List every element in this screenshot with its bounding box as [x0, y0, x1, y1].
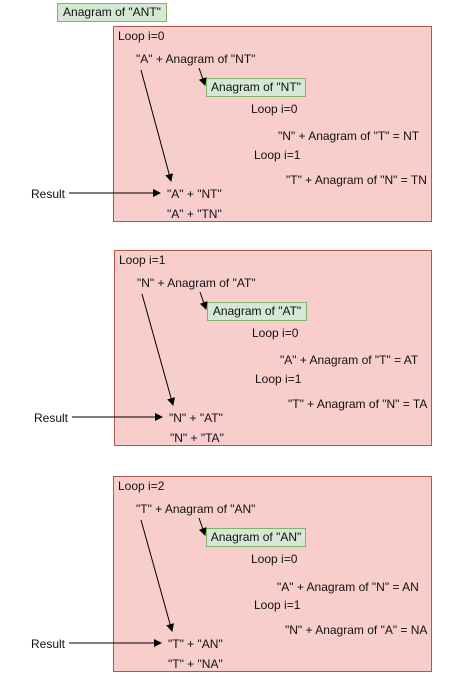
inner-line: "N" + Anagram of "A" = NA — [285, 623, 428, 637]
inner-line: "T" + Anagram of "N" = TA — [288, 397, 428, 411]
sub-call-box: Anagram of "AN" — [206, 528, 306, 547]
result-line: "A" + "NT" — [167, 187, 222, 201]
title-box: Anagram of "ANT" — [57, 3, 167, 22]
result-label: Result — [31, 637, 66, 651]
result-line: "A" + "TN" — [167, 207, 222, 221]
result-line: "T" + "AN" — [168, 637, 223, 651]
inner-loop-label: Loop i=0 — [252, 326, 299, 340]
loop-label: Loop i=1 — [119, 253, 166, 267]
loop-label: Loop i=2 — [118, 479, 165, 493]
sub-call-box: Anagram of "NT" — [206, 78, 306, 97]
recursion-expression: "N" + Anagram of "AT" — [137, 276, 256, 290]
inner-loop-label: Loop i=1 — [254, 598, 301, 612]
recursion-expression: "A" + Anagram of "NT" — [136, 52, 256, 66]
result-label: Result — [31, 187, 66, 201]
result-line: "T" + "NA" — [168, 657, 223, 671]
inner-loop-label: Loop i=0 — [251, 102, 298, 116]
inner-line: "A" + Anagram of "T" = AT — [280, 353, 419, 367]
inner-loop-label: Loop i=1 — [254, 148, 301, 162]
recursion-expression: "T" + Anagram of "AN" — [136, 502, 256, 516]
sub-call-box: Anagram of "AT" — [207, 302, 307, 321]
inner-line: "A" + Anagram of "N" = AN — [277, 580, 419, 594]
inner-loop-label: Loop i=0 — [251, 552, 298, 566]
result-line: "N" + "TA" — [170, 431, 224, 445]
inner-loop-label: Loop i=1 — [255, 372, 302, 386]
result-label: Result — [34, 411, 69, 425]
inner-line: "T" + Anagram of "N" = TN — [286, 173, 427, 187]
result-line: "N" + "AT" — [169, 411, 223, 425]
loop-label: Loop i=0 — [118, 29, 165, 43]
inner-line: "N" + Anagram of "T" = NT — [278, 129, 420, 143]
